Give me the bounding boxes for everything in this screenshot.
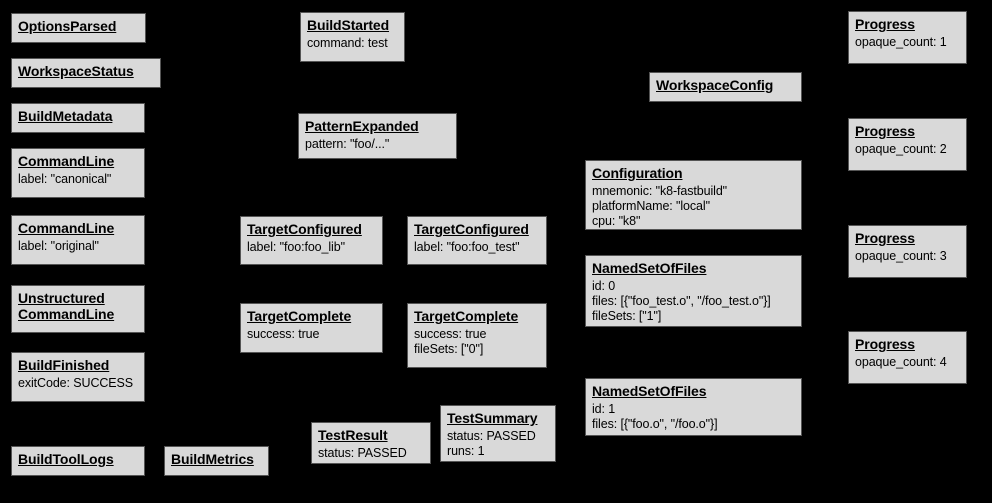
- node-target-configured-lib[interactable]: TargetConfigured label: "foo:foo_lib": [240, 216, 383, 265]
- node-title: Progress: [855, 123, 915, 139]
- node-title-row: Configuration: [592, 165, 795, 183]
- node-title-row: BuildMetrics: [171, 451, 262, 469]
- node-title: TestSummary: [447, 410, 538, 426]
- node-named-set-of-files-0[interactable]: NamedSetOfFiles id: 0 files: [{"foo_test.…: [585, 255, 802, 327]
- node-target-complete-test[interactable]: TargetComplete success: true fileSets: ["…: [407, 303, 547, 368]
- node-fields: pattern: "foo/...": [305, 137, 390, 151]
- node-fields: opaque_count: 2: [855, 142, 947, 156]
- node-title-row: NamedSetOfFiles: [592, 260, 795, 278]
- node-command-line-canonical[interactable]: CommandLine label: "canonical": [11, 148, 145, 198]
- node-build-finished[interactable]: BuildFinished exitCode: SUCCESS: [11, 352, 145, 402]
- node-title-row: Unstructured CommandLine: [18, 290, 138, 324]
- node-title-row: TargetComplete: [247, 308, 376, 326]
- node-fields: exitCode: SUCCESS: [18, 376, 134, 390]
- node-title: BuildMetrics: [171, 451, 254, 467]
- node-title-row: TargetComplete: [414, 308, 540, 326]
- node-fields: label: "original": [18, 239, 99, 253]
- node-fields: label: "foo:foo_lib": [247, 240, 345, 254]
- node-workspace-status[interactable]: WorkspaceStatus: [11, 58, 161, 88]
- node-title: OptionsParsed: [18, 18, 117, 34]
- node-options-parsed[interactable]: OptionsParsed: [11, 13, 146, 43]
- node-title-row: TestSummary: [447, 410, 549, 428]
- node-unstructured-cmdline[interactable]: Unstructured CommandLine: [11, 285, 145, 333]
- node-title: BuildMetadata: [18, 108, 113, 124]
- node-title-row: OptionsParsed: [18, 18, 139, 36]
- node-test-result[interactable]: TestResult status: PASSED: [311, 422, 431, 464]
- node-progress-4[interactable]: Progress opaque_count: 4: [848, 331, 967, 384]
- node-title-row: WorkspaceStatus: [18, 63, 154, 81]
- node-title: WorkspaceConfig: [656, 77, 774, 93]
- node-fields: opaque_count: 4: [855, 355, 947, 369]
- node-pattern-expanded[interactable]: PatternExpanded pattern: "foo/...": [298, 113, 457, 159]
- node-title-row: BuildStarted: [307, 17, 398, 35]
- node-title: PatternExpanded: [305, 118, 419, 134]
- node-title-row: CommandLine: [18, 153, 138, 171]
- node-title-row: CommandLine: [18, 220, 138, 238]
- node-build-metadata[interactable]: BuildMetadata: [11, 103, 145, 133]
- node-progress-2[interactable]: Progress opaque_count: 2: [848, 118, 967, 171]
- node-named-set-of-files-1[interactable]: NamedSetOfFiles id: 1 files: [{"foo.o", "…: [585, 378, 802, 436]
- node-title: Configuration: [592, 165, 683, 181]
- node-workspace-config[interactable]: WorkspaceConfig: [649, 72, 802, 102]
- node-title: CommandLine: [18, 153, 115, 169]
- node-title: NamedSetOfFiles: [592, 260, 707, 276]
- node-build-started[interactable]: BuildStarted command: test: [300, 12, 405, 62]
- node-title: Progress: [855, 230, 915, 246]
- node-fields: status: PASSED runs: 1: [447, 429, 536, 458]
- node-title-row: Progress: [855, 336, 960, 354]
- node-title-row: TargetConfigured: [414, 221, 540, 239]
- node-title: TargetConfigured: [414, 221, 529, 237]
- node-fields: id: 0 files: [{"foo_test.o", "/foo_test.…: [592, 279, 771, 323]
- node-title: TargetComplete: [247, 308, 352, 324]
- node-target-configured-test[interactable]: TargetConfigured label: "foo:foo_test": [407, 216, 547, 265]
- node-title-row: TargetConfigured: [247, 221, 376, 239]
- node-title: TargetComplete: [414, 308, 519, 324]
- node-fields: id: 1 files: [{"foo.o", "/foo.o"}]: [592, 402, 718, 431]
- node-title: BuildToolLogs: [18, 451, 114, 467]
- node-build-metrics[interactable]: BuildMetrics: [164, 446, 269, 476]
- node-title-row: BuildToolLogs: [18, 451, 138, 469]
- node-title: BuildFinished: [18, 357, 110, 373]
- node-fields: opaque_count: 1: [855, 35, 947, 49]
- node-title-row: Progress: [855, 123, 960, 141]
- node-fields: opaque_count: 3: [855, 249, 947, 263]
- node-title: BuildStarted: [307, 17, 390, 33]
- node-title-row: WorkspaceConfig: [656, 77, 795, 95]
- node-title: TargetConfigured: [247, 221, 362, 237]
- node-title: Progress: [855, 16, 915, 32]
- node-test-summary[interactable]: TestSummary status: PASSED runs: 1: [440, 405, 556, 462]
- node-progress-1[interactable]: Progress opaque_count: 1: [848, 11, 967, 64]
- node-fields: success: true fileSets: ["0"]: [414, 327, 487, 356]
- node-title-row: PatternExpanded: [305, 118, 450, 136]
- node-title-row: BuildMetadata: [18, 108, 138, 126]
- node-title-row: Progress: [855, 230, 960, 248]
- node-fields: success: true: [247, 327, 320, 341]
- node-title: TestResult: [318, 427, 388, 443]
- node-title: CommandLine: [18, 220, 115, 236]
- node-fields: mnemonic: "k8-fastbuild" platformName: "…: [592, 184, 728, 228]
- node-title: Unstructured CommandLine: [18, 290, 115, 322]
- node-title-row: TestResult: [318, 427, 424, 445]
- node-command-line-original[interactable]: CommandLine label: "original": [11, 215, 145, 265]
- node-title-row: BuildFinished: [18, 357, 138, 375]
- node-title-row: Progress: [855, 16, 960, 34]
- node-build-tool-logs[interactable]: BuildToolLogs: [11, 446, 145, 476]
- node-fields: label: "foo:foo_test": [414, 240, 520, 254]
- node-title: NamedSetOfFiles: [592, 383, 707, 399]
- node-title: WorkspaceStatus: [18, 63, 134, 79]
- node-fields: label: "canonical": [18, 172, 112, 186]
- node-fields: command: test: [307, 36, 388, 50]
- node-fields: status: PASSED: [318, 446, 407, 460]
- node-progress-3[interactable]: Progress opaque_count: 3: [848, 225, 967, 278]
- node-configuration[interactable]: Configuration mnemonic: "k8-fastbuild" pl…: [585, 160, 802, 230]
- node-title-row: NamedSetOfFiles: [592, 383, 795, 401]
- node-title: Progress: [855, 336, 915, 352]
- node-target-complete-lib[interactable]: TargetComplete success: true: [240, 303, 383, 353]
